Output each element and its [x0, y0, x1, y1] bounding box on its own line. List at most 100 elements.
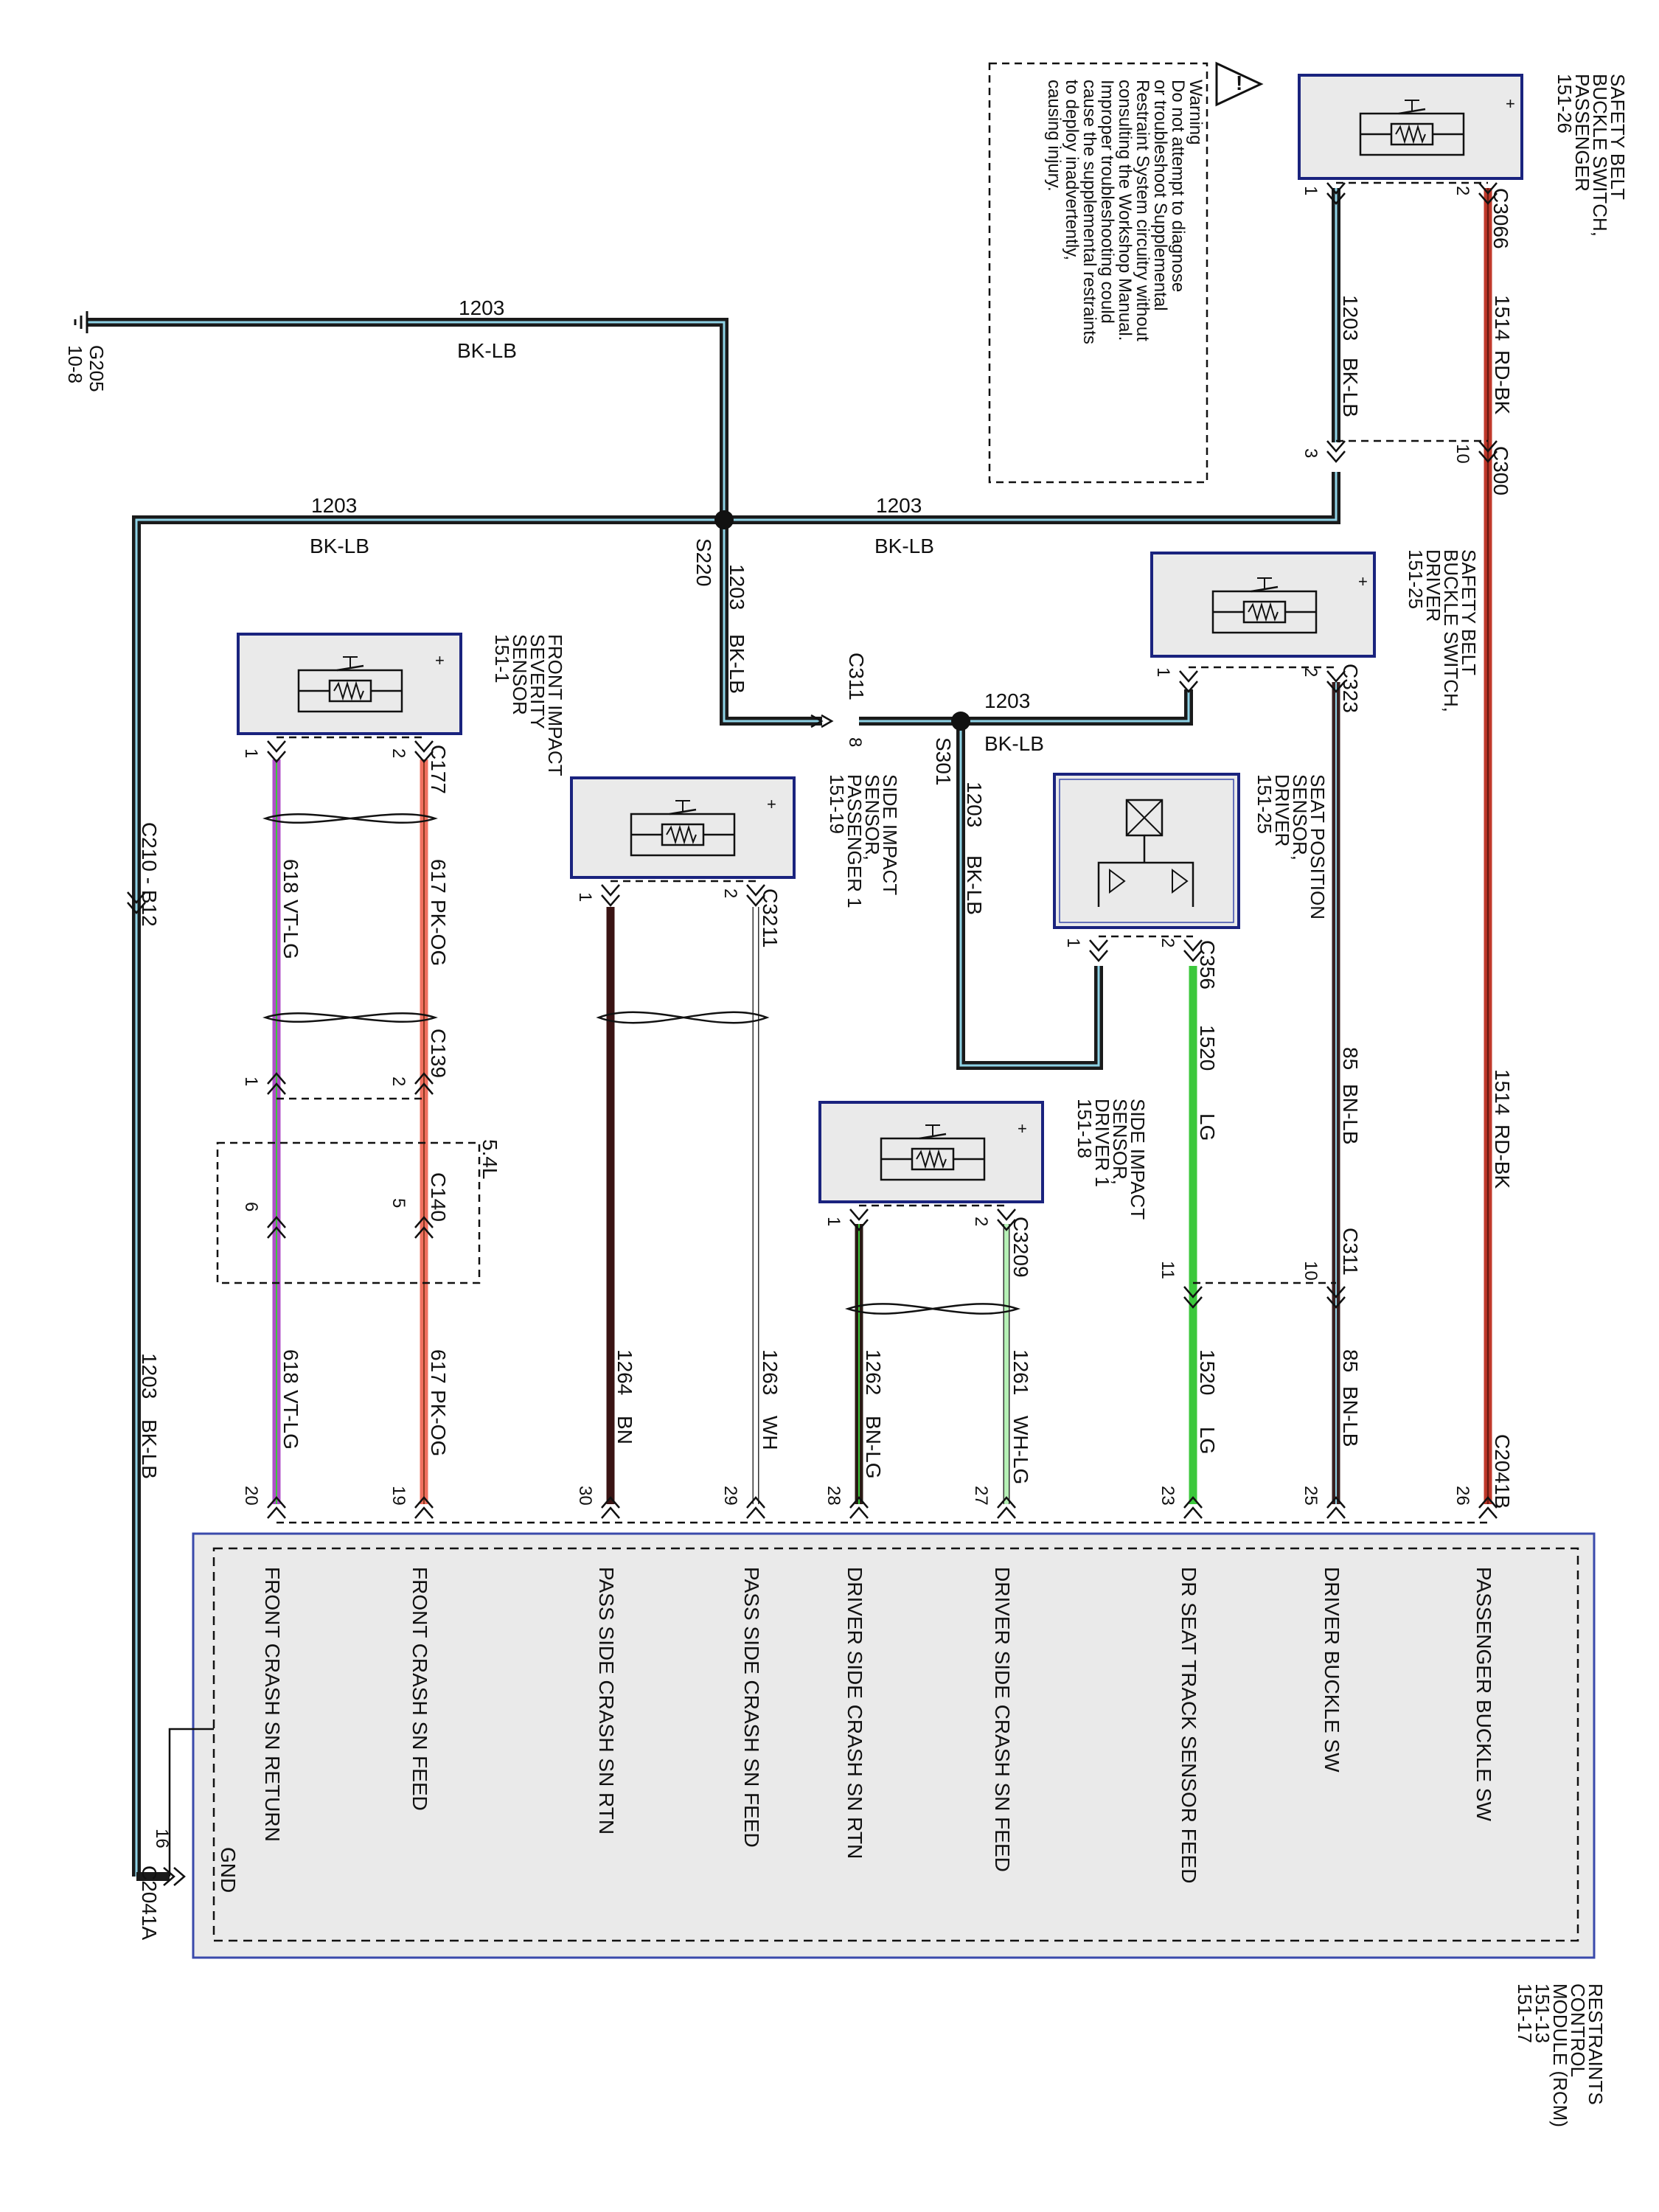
pin-2-pass-buckle: 2 — [1453, 186, 1472, 195]
warning-line-5: Improper troubleshooting could — [1097, 80, 1117, 324]
wire-color-bk-lb-top: BK-LB — [457, 339, 517, 362]
twisted-pair-markers — [262, 813, 1021, 1315]
wire-label-618-top: 618 — [279, 859, 302, 894]
pin-1-sis-drv: 1 — [824, 1217, 844, 1226]
pin-1-sis-pass: 1 — [575, 892, 595, 902]
rcm-pin-front-feed: FRONT CRASH SN FEED — [408, 1567, 431, 1811]
seat-position-title-line-4: 151-25 — [1253, 774, 1276, 834]
wire-color-bn-lg: BN-LG — [862, 1416, 885, 1479]
pin-10-c300: 10 — [1453, 444, 1472, 464]
wire-label-1203-pass: 1203 — [1339, 295, 1362, 341]
wire-color-vt-lg-top: VT-LG — [279, 900, 302, 959]
rcm-pin-driver-buckle: DRIVER BUCKLE SW — [1321, 1567, 1343, 1773]
wire-label-1262: 1262 — [862, 1349, 885, 1395]
sis-passenger-title-line-4: 151-19 — [826, 774, 848, 834]
seat-position-title-line-1: SEAT POSITION — [1307, 774, 1329, 919]
warning-box — [988, 62, 1208, 484]
fis-title-line-1: FRONT IMPACT — [544, 634, 566, 776]
connector-c140: C140 — [427, 1172, 450, 1222]
wire-label-85-top: 85 — [1339, 1047, 1362, 1070]
svg-text:+: + — [1018, 1119, 1027, 1138]
sis-passenger-box: + — [570, 776, 796, 879]
wire-color-pk-og-top: PK-OG — [427, 900, 450, 966]
sbbs-passenger-title-line-2: BUCKLE SWITCH, — [1589, 74, 1611, 237]
wire-color-seat: BK-LB — [963, 855, 986, 915]
pin-1-pass-buckle: 1 — [1301, 186, 1321, 195]
warning-title-line-1: Warning — [1186, 80, 1206, 145]
sbbs-passenger-title-line-4: 151-26 — [1554, 74, 1576, 133]
rcm-pin-front-return: FRONT CRASH SN RETURN — [261, 1567, 284, 1842]
pin-6-c140: 6 — [241, 1202, 261, 1211]
wire-color-bn-lb-top: BN-LB — [1339, 1084, 1362, 1144]
connector-c311-mid: C311 — [1339, 1228, 1362, 1276]
wire-label-1203-s301: 1203 — [984, 689, 1030, 712]
connector-c210: C210 - B12 — [138, 822, 161, 927]
wire-label-1203-seat: 1203 — [963, 782, 986, 827]
sis-driver-title-line-3: DRIVER 1 — [1091, 1099, 1113, 1187]
option-5-4l-label: 5.4L — [479, 1139, 501, 1180]
wire-label-1263: 1263 — [759, 1349, 782, 1395]
rcm-title-line-2: CONTROL — [1567, 1983, 1589, 2077]
pin-28-rcm: 28 — [824, 1486, 844, 1506]
warning-line-6: cause the supplemental restraints — [1079, 80, 1099, 344]
wire-1203-bus — [132, 472, 1340, 1877]
pin-30-rcm: 30 — [575, 1486, 595, 1506]
sbbs-passenger-title-line-1: SAFETY BELT — [1607, 74, 1629, 200]
svg-text:+: + — [435, 651, 445, 669]
warning-line-7: to deploy inadvertently, — [1062, 80, 1082, 260]
connector-c2041a: C2041A — [138, 1865, 161, 1941]
wire-color-lg-bot: LG — [1196, 1427, 1219, 1454]
pin-5-c140: 5 — [389, 1198, 408, 1208]
rcm-pin-pass-feed: PASS SIDE CRASH SN FEED — [740, 1567, 763, 1848]
ground-symbol — [74, 311, 88, 333]
rcm-pin-drv-rtn: DRIVER SIDE CRASH SN RTN — [844, 1567, 866, 1859]
svg-text:+: + — [1506, 94, 1515, 113]
pin-11-c311: 11 — [1158, 1261, 1178, 1279]
wire-label-618-bot: 618 — [279, 1349, 302, 1384]
fis-title-line-4: 151-1 — [491, 634, 513, 684]
wire-color-bn-lb-bot: BN-LB — [1339, 1386, 1362, 1447]
sis-driver-title-line-4: 151-18 — [1074, 1099, 1096, 1158]
rcm-box — [192, 1532, 1596, 1959]
ground-label: G205 — [86, 345, 108, 392]
sbbs-driver-title-line-4: 151-25 — [1405, 549, 1427, 609]
sis-driver-title-line-1: SIDE IMPACT — [1127, 1099, 1149, 1220]
wire-color-bus-left: BK-LB — [310, 535, 369, 557]
seat-position-title-line-2: SENSOR, — [1289, 774, 1311, 860]
wire-label-617-top: 617 — [427, 859, 450, 894]
ground-ref: 10-8 — [64, 345, 86, 383]
connector-c3211: C3211 — [759, 888, 782, 947]
wire-label-1203-left: 1203 — [138, 1353, 161, 1399]
svg-text:+: + — [1358, 572, 1368, 591]
sis-driver-box: + — [818, 1101, 1044, 1203]
wire-label-1264: 1264 — [613, 1349, 636, 1395]
warning-line-8: causing injury. — [1044, 80, 1064, 192]
connector-c139: C139 — [427, 1029, 450, 1078]
pin-10-c311: 10 — [1301, 1261, 1321, 1281]
rcm-pin-gnd: GND — [217, 1847, 240, 1893]
warning-line-3: Restraint System circuitry without — [1133, 80, 1152, 341]
wire-label-1203-bus-left: 1203 — [311, 494, 357, 517]
pin-2-fis: 2 — [389, 748, 408, 758]
splice-s220-label: S220 — [692, 538, 715, 586]
sis-driver-title-line-2: SENSOR, — [1109, 1099, 1131, 1185]
wire-color-lg-top: LG — [1196, 1113, 1219, 1141]
pin-27-rcm: 27 — [971, 1486, 991, 1506]
splice-s301-label: S301 — [932, 737, 955, 785]
pin-20-rcm: 20 — [241, 1486, 261, 1506]
rcm-pin-pass-rtn: PASS SIDE CRASH SN RTN — [595, 1567, 618, 1834]
rcm-pin-drv-feed: DRIVER SIDE CRASH SN FEED — [991, 1567, 1014, 1872]
sis-passenger-title-line-1: SIDE IMPACT — [879, 774, 901, 895]
rcm-pin-passenger-buckle: PASSENGER BUCKLE SW — [1472, 1567, 1495, 1821]
fis-title-line-3: SENSOR — [509, 634, 531, 715]
sbbs-driver-title-line-2: BUCKLE SWITCH, — [1440, 549, 1462, 712]
pin-23-rcm: 23 — [1158, 1486, 1178, 1506]
pin-26-rcm: 26 — [1453, 1486, 1472, 1506]
wire-color-s220: BK-LB — [726, 634, 748, 694]
pin-2-sis-drv: 2 — [971, 1217, 991, 1226]
wire-1203-ground — [87, 318, 728, 516]
wire-color-rd-bk-mid: RD-BK — [1491, 1124, 1514, 1189]
wire-color-pk-og-bot: PK-OG — [427, 1390, 450, 1456]
